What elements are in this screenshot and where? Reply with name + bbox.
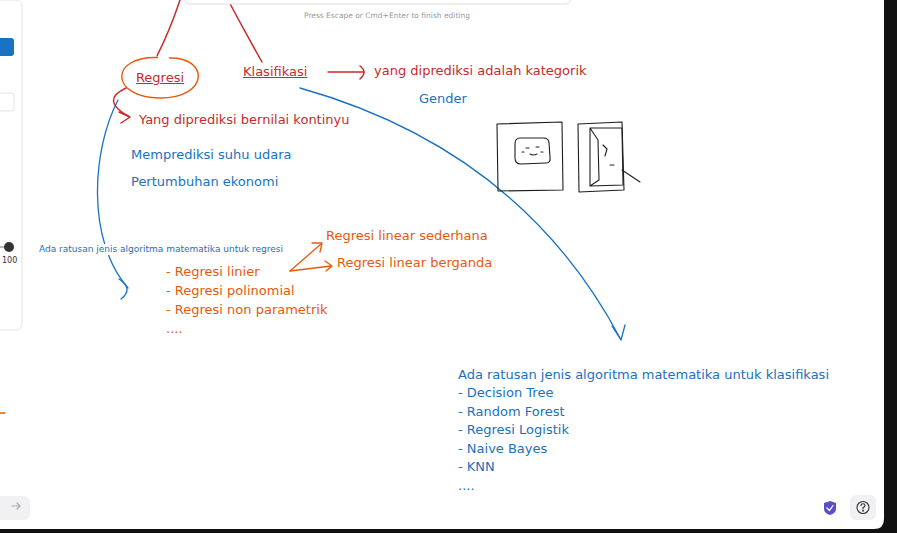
red-line	[228, 0, 262, 62]
subtype: Regresi linear berganda	[336, 255, 493, 271]
sketch-box	[578, 122, 624, 192]
orange-arrow	[290, 266, 331, 271]
help-ring	[857, 502, 869, 514]
help-dot	[862, 510, 863, 511]
help-button	[850, 495, 876, 520]
redo-button	[0, 496, 30, 520]
side-features	[603, 145, 640, 182]
arrow-head	[325, 261, 332, 271]
redo-icon	[12, 503, 20, 509]
arrow-head	[119, 112, 130, 123]
red-line	[157, 0, 180, 56]
example: Memprediksi suhu udara	[130, 147, 293, 163]
list-item: - Random Forest	[457, 404, 566, 420]
slider-value: 100	[1, 256, 18, 266]
orange-arrow	[290, 244, 321, 271]
ellipse-stroke	[122, 58, 198, 98]
color-button	[0, 38, 14, 56]
topic-title: Klasifikasi	[242, 64, 308, 80]
sketch-box	[497, 122, 563, 191]
help-mark	[861, 504, 865, 509]
note: Yang diprediksi bernilai kontinyu	[138, 112, 351, 128]
face-sketch	[515, 138, 550, 164]
list-item: - Regresi linier	[165, 264, 261, 280]
list-heading: Ada ratusan jenis algoritma matematika u…	[38, 244, 284, 255]
list-item: - Decision Tree	[457, 385, 554, 401]
editing-hint: Press Escape or Cmd+Enter to finish edit…	[303, 11, 471, 20]
arrow-head	[119, 279, 127, 299]
edit-box	[185, 0, 570, 4]
arrow-head	[312, 243, 322, 252]
list-item: - Regresi polinomial	[165, 283, 296, 299]
list-item: - Naive Bayes	[457, 441, 548, 457]
shield-icon	[824, 501, 836, 515]
topic-title: Regresi	[136, 70, 184, 86]
list-ellipsis: ....	[457, 478, 476, 494]
panel-field	[0, 93, 14, 111]
blue-arrow	[97, 100, 128, 288]
shield-check	[827, 506, 833, 511]
note: yang diprediksi adalah kategorik	[373, 63, 588, 79]
example: Pertumbuhan ekonomi	[130, 174, 279, 190]
list-item: - Regresi Logistik	[457, 422, 570, 438]
list-item: - Regresi non parametrik	[165, 302, 328, 318]
side-figure	[590, 128, 623, 186]
topic-ellipse: Regresi	[112, 57, 208, 99]
tool-panel	[0, 0, 22, 330]
list-ellipsis: ....	[165, 321, 184, 337]
face-features	[522, 147, 543, 155]
example: Gender	[418, 91, 468, 107]
red-arrow	[328, 71, 364, 73]
red-arrow	[113, 88, 128, 116]
list-heading: Ada ratusan jenis algoritma matematika u…	[457, 367, 830, 383]
orange-dash	[0, 412, 5, 414]
slider-knob	[4, 242, 14, 252]
arrow-head	[360, 66, 364, 79]
list-item: - KNN	[457, 459, 496, 475]
subtype: Regresi linear sederhana	[325, 228, 489, 244]
arrow-head	[612, 325, 625, 340]
